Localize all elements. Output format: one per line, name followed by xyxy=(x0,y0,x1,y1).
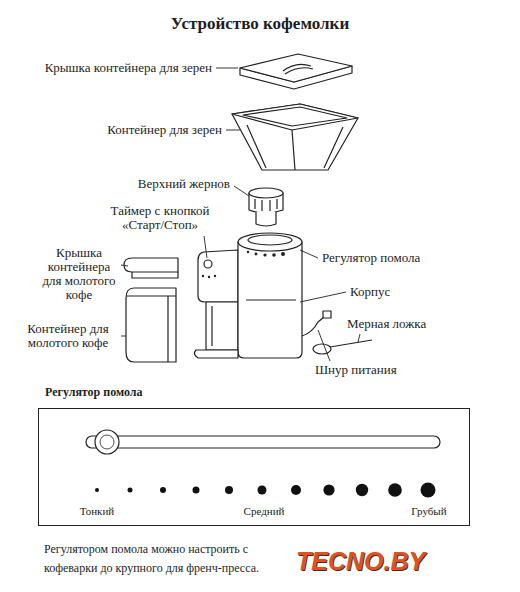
timer-mark xyxy=(214,275,216,277)
dial-mark xyxy=(272,253,276,257)
burr-lower xyxy=(256,212,276,226)
leader-line xyxy=(121,336,126,337)
dial-mark xyxy=(263,253,266,256)
grind-dot xyxy=(128,488,133,493)
spoon-handle xyxy=(330,340,372,347)
bean-lid-top xyxy=(240,54,352,82)
timer-mark xyxy=(208,276,210,278)
slider-knob-inner xyxy=(100,435,114,449)
panel-heading: Регулятор помола xyxy=(45,385,143,400)
part-label: Контейнер для молотого кофе xyxy=(18,322,118,350)
grind-dot xyxy=(356,484,368,496)
part-label: Крышка контейнера для молотого кофе xyxy=(40,246,118,302)
dial-mark xyxy=(281,252,285,256)
leader-line xyxy=(204,236,207,258)
grind-dot xyxy=(193,487,200,494)
power-cord xyxy=(302,317,324,336)
timer-arm xyxy=(198,250,238,302)
bean-container-inner-rim xyxy=(243,107,347,126)
body-column xyxy=(206,302,238,350)
grind-dot xyxy=(421,483,436,498)
body-housing xyxy=(238,242,302,358)
grind-dot xyxy=(323,484,334,495)
ground-lid-edge xyxy=(132,272,178,278)
scale-label: Грубый xyxy=(411,505,446,518)
caption: Регулятором помола можно настроить с коф… xyxy=(44,540,290,578)
leader-line xyxy=(234,186,249,196)
body-base xyxy=(194,350,238,358)
scale-label: Тонкий xyxy=(80,505,114,518)
leader-line xyxy=(226,130,240,131)
timer-knob xyxy=(204,260,212,268)
part-label: Контейнер для зерен xyxy=(60,123,222,137)
grind-dot xyxy=(160,487,166,493)
grind-dot xyxy=(258,486,267,495)
leader-line xyxy=(300,292,346,302)
part-label: Корпус xyxy=(350,285,500,299)
body-seam xyxy=(246,299,296,300)
grind-dot xyxy=(291,485,301,495)
scale-label: Средний xyxy=(244,505,285,518)
grind-regulator-panel: Регулятор помолаТонкийСреднийГрубый xyxy=(38,408,470,526)
part-label: Шнур питания xyxy=(315,363,495,377)
dial-mark xyxy=(255,253,258,256)
ground-container xyxy=(126,288,176,362)
bean-container-ribs xyxy=(247,125,343,170)
power-plug xyxy=(323,311,331,318)
leader-line xyxy=(216,68,238,69)
leader-line xyxy=(300,250,318,258)
bean-container-rim xyxy=(232,104,358,130)
timer-mark xyxy=(202,275,204,277)
part-label: Крышка контейнера для зерен xyxy=(20,61,212,75)
dial-mark xyxy=(247,251,249,253)
ground-lid xyxy=(124,258,178,272)
bean-container xyxy=(232,104,358,170)
leader-line xyxy=(358,334,360,342)
diagram-title: Устройство кофемолки xyxy=(0,14,520,34)
slider-track xyxy=(86,436,440,448)
part-label: Мерная ложка xyxy=(347,317,507,331)
measuring-spoon xyxy=(313,344,331,354)
ground-container-edge xyxy=(126,296,176,362)
leader-line xyxy=(318,330,330,361)
burr-teeth xyxy=(255,199,277,211)
slider-knob xyxy=(95,430,119,454)
grind-dot xyxy=(388,483,402,497)
part-label: Регулятор помола xyxy=(322,251,512,265)
part-label: Верхний жернов xyxy=(80,177,230,191)
leader-line xyxy=(121,265,128,266)
bean-lid-slot xyxy=(285,68,313,74)
body-column-edge xyxy=(211,306,212,346)
watermark: TECNO.BY xyxy=(296,546,496,576)
part-label: Таймер с кнопкой «Старт/Стоп» xyxy=(103,204,217,232)
burr-top xyxy=(249,188,283,198)
body-top xyxy=(238,233,302,251)
grind-dot xyxy=(95,488,99,492)
body-top-ring xyxy=(248,235,292,245)
grind-dot xyxy=(225,486,233,494)
